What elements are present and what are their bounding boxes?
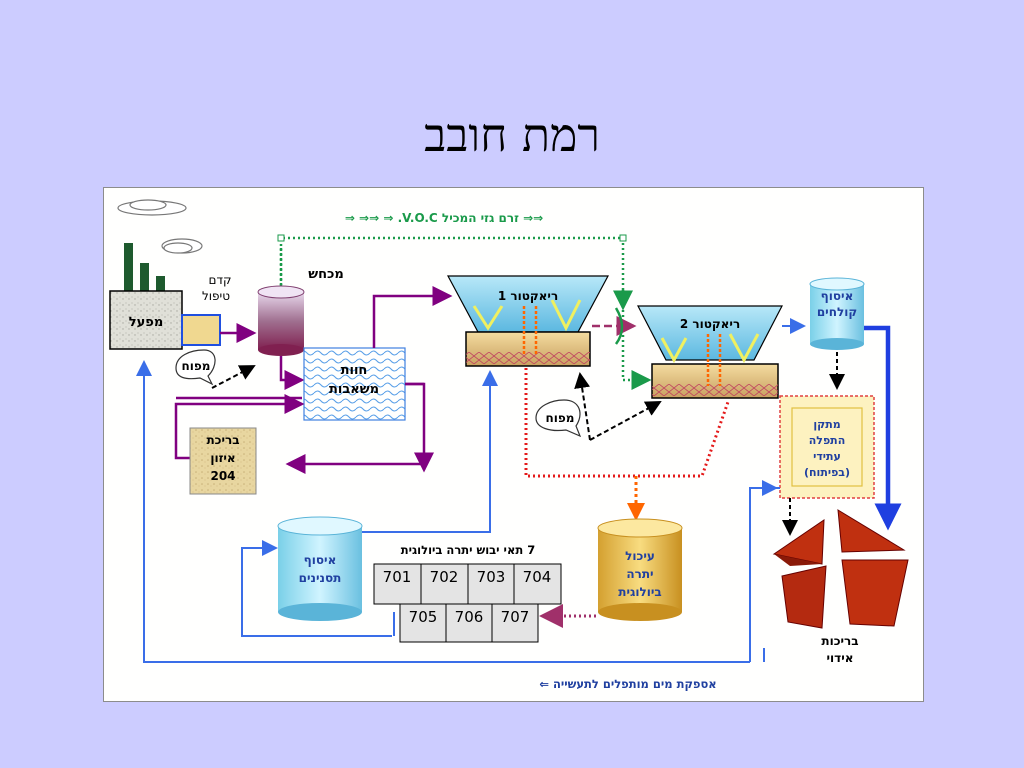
biomass-consumption-cylinder [597,518,683,621]
biomass-label-3: ביולוגית [618,585,661,599]
tank-label: מכחש [308,267,344,282]
smoke-cloud-icon [117,199,203,254]
evaporation-ponds-icon [772,509,909,629]
equalization-pond-label-3: 204 [210,469,235,483]
filtrate-label-2: תסנינים [299,571,342,585]
factory-label: מפעל [129,315,163,330]
pretreatment-label-2: טיפול [202,289,230,303]
blower-1-bubble [175,349,216,386]
drying-cell-701: 701 [383,568,412,586]
process-diagram-panel: ⇒⇒ זרם גזי המכיל V.O.C. ⇒ ⇒⇒ ⇒ מפעל קדם … [103,187,924,702]
voc-flow-label: ⇒⇒ זרם גזי המכיל V.O.C. ⇒ ⇒⇒ ⇒ [345,211,543,225]
sludge-collection-label-1: איסוף [821,289,854,303]
biomass-label-1: עיכול [625,549,655,563]
future-plant-label-2: התפלה [809,434,846,447]
drying-cell-707: 707 [501,608,530,626]
blower-1-label: מפוח [182,359,211,373]
sludge-collection-label-2: קולחים [817,305,857,319]
tank-cylinder [257,285,305,356]
water-supply-label: אספקת מים מותפלים לתעשייה ⇐ [539,677,716,691]
future-plant-label-4: (בפיתוח) [804,466,850,479]
drying-cell-702: 702 [430,568,459,586]
drying-cell-706: 706 [455,608,484,626]
slide-title: רמת חובב [424,108,600,162]
blower-2-label: מפוח [546,411,575,425]
pretreatment-label-1: קדם [208,273,231,287]
evaporation-ponds-label-1: בריכות [821,634,858,648]
drying-cell-704: 704 [523,568,552,586]
reactor-2-label: ריאקטור 2 [680,317,740,331]
drying-cells-label: 7 תאי יבוש יתרה ביולוגית [401,543,535,557]
blower-2-bubble [535,399,582,438]
reactor-1 [446,275,610,367]
filtrate-collection-cylinder [277,516,363,621]
equalization-pond-label-2: איזון [210,451,235,465]
sludge-collection-cylinder [809,277,865,350]
wells-farm-label-1: חוות [341,363,368,378]
evaporation-ponds-label-2: אידוי [827,651,854,665]
reactor-2 [637,305,783,399]
biomass-label-2: יתרה [626,567,653,581]
future-plant-box [779,395,875,499]
wells-farm-label-2: משאבות [329,382,379,397]
drying-cell-703: 703 [477,568,506,586]
equalization-pond-label-1: בריכת [206,433,239,447]
equalization-pond-box [189,427,257,495]
future-plant-label-3: עתידי [813,450,841,463]
drying-cell-705: 705 [409,608,438,626]
pretreatment-box [181,314,221,346]
reactor-1-label: ריאקטור 1 [498,289,558,303]
future-plant-label-1: מתקן [813,418,840,431]
filtrate-label-1: איסוף [304,553,337,567]
drying-cells-table [373,563,562,643]
factory-icon [109,243,183,350]
